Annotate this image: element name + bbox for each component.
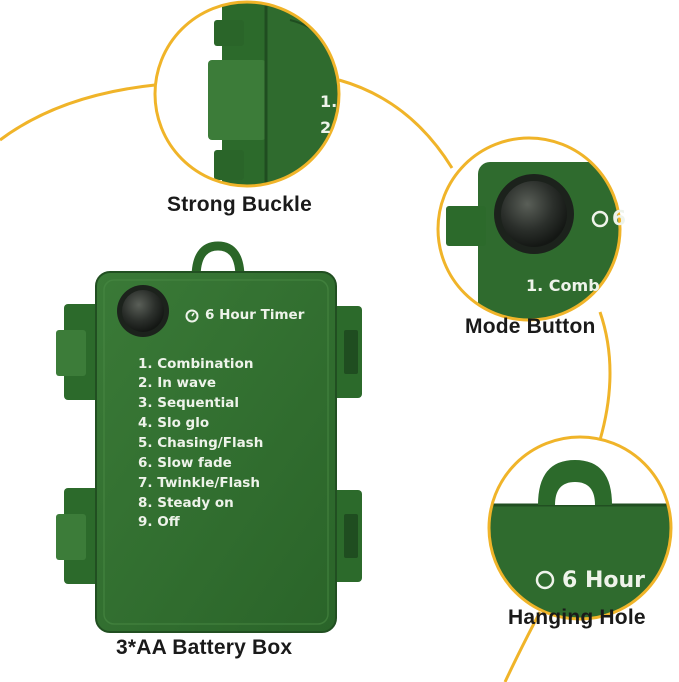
mode-item: 9. Off (138, 514, 180, 530)
label-battery-box: 3*AA Battery Box (116, 636, 293, 659)
connector-arcs (0, 78, 612, 682)
mode-item: 7. Twinkle/Flash (138, 475, 260, 491)
mode-item: 3. Sequential (138, 395, 239, 411)
timer-text: 6 Hour Timer (205, 307, 305, 323)
label-strong-buckle: Strong Buckle (167, 193, 312, 216)
zoom-mode-text-2: 1. Comb (526, 276, 600, 295)
zoom-buckle-text-1: 1. (320, 92, 338, 111)
mode-item: 6. Slow fade (138, 455, 232, 471)
zoom-buckle-text-2: 2 (320, 118, 332, 137)
label-hanging-hole: Hanging Hole (508, 606, 646, 629)
mode-item: 2. In wave (138, 375, 217, 391)
zoom-hanging-hole (487, 435, 673, 621)
zoom-mode-text-1: 6 (612, 206, 626, 230)
mode-item: 1. Combination (138, 356, 254, 372)
mode-item: 5. Chasing/Flash (138, 435, 264, 451)
mode-item: 8. Steady on (138, 495, 234, 511)
zoom-hole-text: 6 Hour (562, 568, 646, 593)
zoom-mode-button (436, 136, 622, 322)
battery-box (56, 241, 362, 633)
mode-item: 4. Slo glo (138, 415, 210, 431)
label-mode-button: Mode Button (465, 315, 596, 338)
